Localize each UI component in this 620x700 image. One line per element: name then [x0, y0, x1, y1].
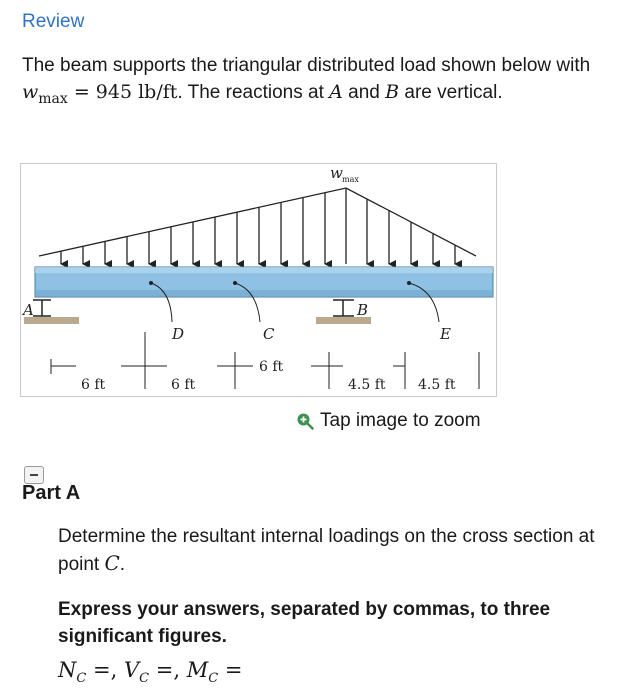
- point-e-label: E: [439, 325, 451, 343]
- part-a-body: Determine the resultant internal loading…: [58, 523, 603, 650]
- point-d-label: D: [171, 325, 184, 343]
- support-b: [333, 299, 354, 317]
- w-max-subscript: max: [38, 90, 68, 107]
- problem-statement: The beam supports the triangular distrib…: [22, 52, 607, 113]
- dim-label: 6 ft: [81, 377, 106, 393]
- dim-label: 4.5 ft: [348, 377, 386, 393]
- w-max-value: = 945 lb/ft: [67, 81, 178, 103]
- point-b-symbol: B: [385, 81, 400, 103]
- support-b-label: B: [356, 301, 368, 319]
- beam-diagram: w max A B D C E: [21, 164, 494, 393]
- tap-to-zoom[interactable]: Tap image to zoom: [296, 410, 481, 432]
- problem-text: and: [342, 82, 386, 103]
- point-a-symbol: A: [329, 81, 343, 103]
- zoom-label: Tap image to zoom: [320, 410, 481, 431]
- collapse-icon[interactable]: [24, 466, 44, 484]
- answer-prompt: NC =, VC =, MC =: [58, 658, 243, 687]
- point-e-leader: [408, 282, 440, 323]
- question-text: Determine the resultant internal loading…: [58, 526, 595, 575]
- support-a-label: A: [21, 301, 34, 319]
- dim-label: 6 ft: [171, 377, 196, 393]
- problem-text: The beam supports the triangular distrib…: [22, 55, 591, 76]
- dim-label: 6 ft: [259, 359, 284, 375]
- ground-b: [316, 317, 371, 324]
- support-a: [33, 299, 51, 317]
- problem-text: are vertical.: [399, 82, 503, 103]
- point-d-leader: [150, 282, 173, 323]
- dim-label: 4.5 ft: [418, 377, 456, 393]
- load-arrows: [60, 193, 462, 268]
- problem-text: . The reactions at: [177, 82, 330, 103]
- instructions: Express your answers, separated by comma…: [58, 599, 551, 647]
- beam-figure[interactable]: w max A B D C E: [20, 163, 497, 397]
- review-link[interactable]: Review: [22, 11, 85, 32]
- point-c-label: C: [263, 325, 275, 343]
- ground-a: [24, 317, 79, 324]
- wmax-label: w: [330, 164, 343, 182]
- dimension-lines: [50, 332, 480, 389]
- zoom-in-icon: [297, 413, 314, 430]
- point-c-leader: [234, 282, 261, 323]
- wmax-label-sub: max: [342, 175, 359, 184]
- w-max-symbol: w: [22, 81, 39, 103]
- question-point: C: [104, 551, 120, 575]
- part-a-title: Part A: [22, 482, 81, 504]
